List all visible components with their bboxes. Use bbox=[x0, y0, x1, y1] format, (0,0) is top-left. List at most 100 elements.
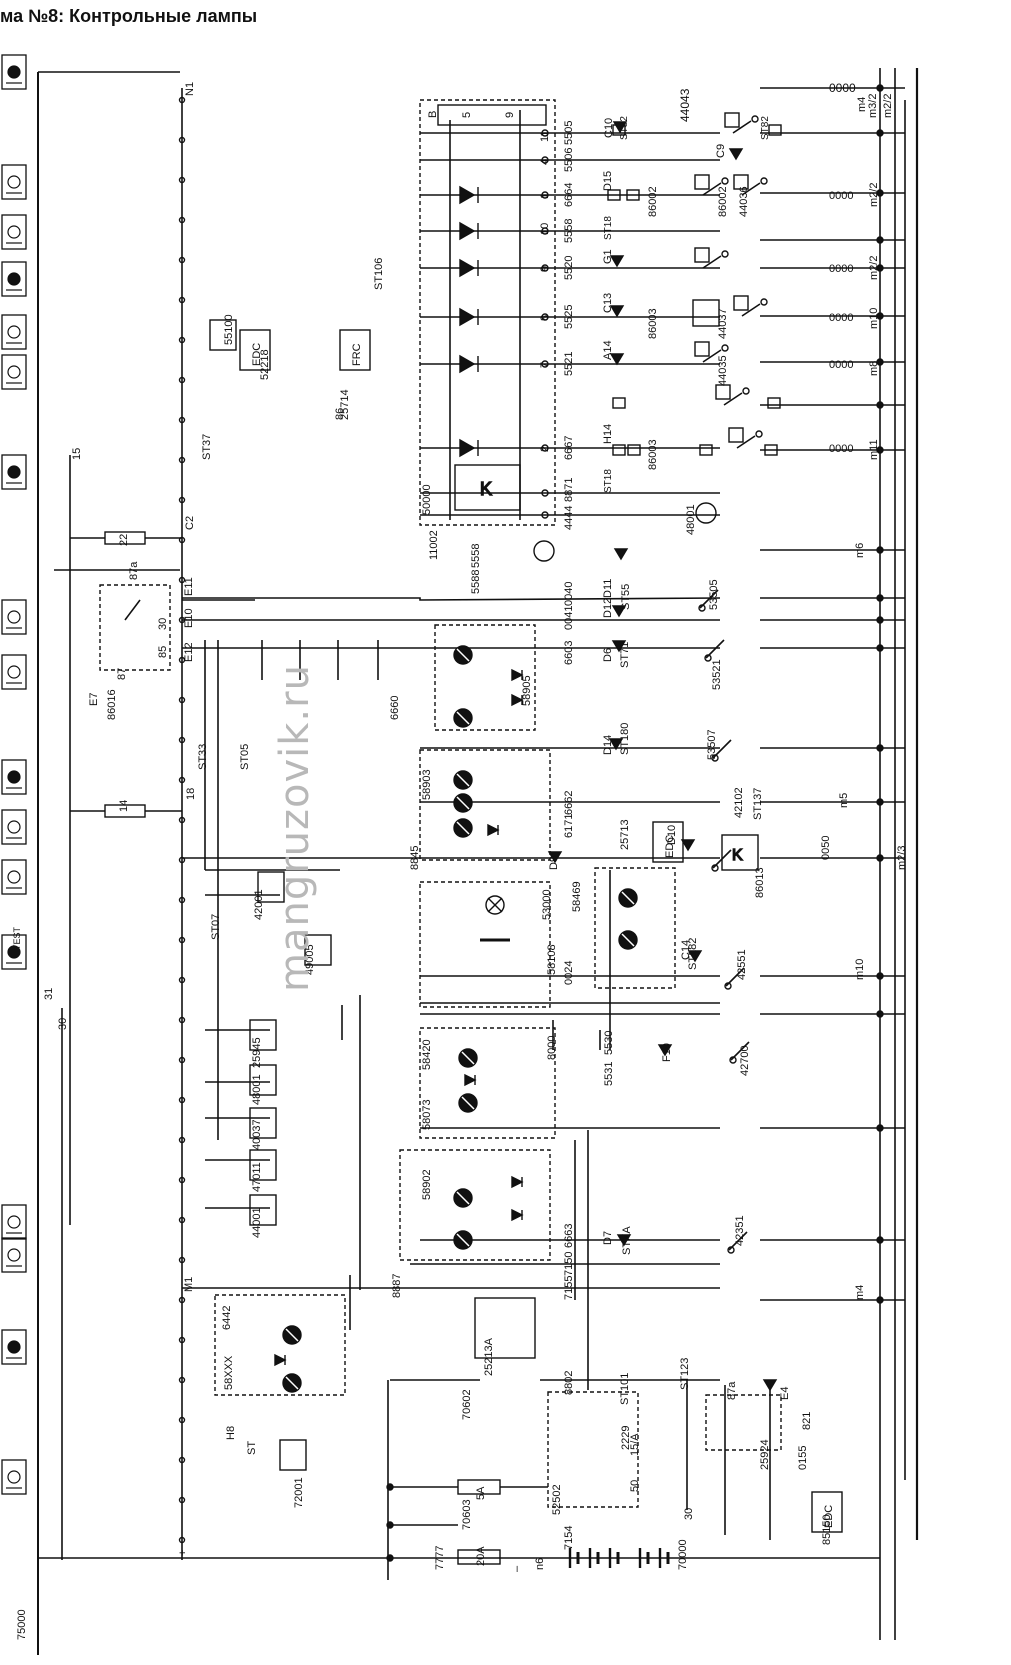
st-box bbox=[612, 397, 626, 409]
battery-icon bbox=[1, 934, 27, 970]
label-l6603: 6603 bbox=[563, 641, 575, 665]
connector-pin bbox=[178, 816, 186, 824]
junction-dot bbox=[876, 129, 884, 137]
junction-dot bbox=[876, 312, 884, 320]
label-l0050: 0050 bbox=[820, 836, 832, 860]
label-frc: FRC bbox=[351, 343, 363, 366]
junction bbox=[386, 1483, 394, 1491]
label-p9: 9 bbox=[504, 112, 516, 118]
truck-icon bbox=[1, 809, 27, 845]
label-l2229: 2229 bbox=[620, 1426, 632, 1450]
label-d9: D9 bbox=[548, 856, 560, 870]
connector-pin bbox=[178, 256, 186, 264]
connector-pin bbox=[178, 1376, 186, 1384]
label-l8000: 8000 bbox=[546, 1036, 558, 1060]
column-wire: 5520 bbox=[563, 256, 575, 280]
label-n1: N1 bbox=[184, 82, 196, 96]
st-box bbox=[627, 444, 641, 456]
junction-dot bbox=[876, 644, 884, 652]
lamp-filament bbox=[621, 933, 635, 947]
connector-pin bbox=[178, 376, 186, 384]
edc-box bbox=[811, 1491, 843, 1533]
label-l53505: 53505 bbox=[708, 579, 720, 610]
junction-dot bbox=[876, 854, 884, 862]
label-l25213a: 25213A bbox=[483, 1337, 495, 1376]
module-58903 bbox=[419, 749, 551, 861]
switch-box bbox=[694, 247, 710, 263]
marker-arrow-icon bbox=[611, 640, 627, 653]
lamp-filament bbox=[456, 1191, 470, 1205]
diode-icon bbox=[511, 1208, 524, 1222]
label-l86013: 86013 bbox=[754, 867, 766, 898]
column-mark: H14 bbox=[602, 424, 614, 444]
label-l47011: 47011 bbox=[251, 1162, 263, 1192]
label-l31: 31 bbox=[43, 988, 55, 1000]
pin bbox=[541, 360, 549, 368]
label-l55100: 55100 bbox=[223, 314, 235, 345]
diode-icon bbox=[464, 1073, 477, 1087]
label-l42551: 42551 bbox=[736, 949, 748, 980]
switch-pivot bbox=[721, 250, 729, 258]
st-box bbox=[612, 444, 626, 456]
connector-pin bbox=[178, 536, 186, 544]
label-st07: ST07 bbox=[210, 914, 222, 940]
label-h8: H8 bbox=[225, 1426, 237, 1440]
connector-pin bbox=[178, 936, 186, 944]
diode-icon bbox=[274, 1353, 287, 1367]
label-l48001b: 48001 bbox=[251, 1074, 263, 1105]
label-e12: E12 bbox=[183, 642, 195, 662]
column-part1: 86003 bbox=[647, 439, 659, 470]
column-part1: 86002 bbox=[647, 186, 659, 217]
label-l42102: 42102 bbox=[733, 787, 745, 818]
marker-arrow-icon bbox=[616, 1234, 632, 1247]
column-part2: 44035 bbox=[717, 355, 729, 386]
edc-box bbox=[339, 329, 371, 371]
label-b: B bbox=[427, 111, 439, 118]
connector-pin bbox=[178, 1256, 186, 1264]
connector-pin bbox=[178, 1296, 186, 1304]
label-l30b: 30 bbox=[57, 1018, 69, 1030]
junction-dot bbox=[876, 1236, 884, 1244]
edc-box bbox=[652, 821, 684, 863]
label-l6660: 6660 bbox=[389, 696, 401, 720]
column-volt: 0000 bbox=[829, 263, 853, 275]
wire-0040 bbox=[182, 597, 721, 601]
label-l0024: 0024 bbox=[563, 961, 575, 985]
label-l7777: 7777 bbox=[434, 1546, 446, 1570]
switch-contact bbox=[702, 349, 722, 363]
label-edc: EDC bbox=[251, 343, 263, 366]
lamp-filament bbox=[456, 821, 470, 835]
connector-pin bbox=[178, 416, 186, 424]
pin bbox=[541, 264, 549, 272]
label-l6663: 6663 bbox=[563, 1224, 575, 1248]
junction-dot bbox=[876, 84, 884, 92]
oil-pressure-icon bbox=[1, 454, 27, 490]
glow-plug-icon bbox=[1, 54, 27, 90]
label-st101: ST101 bbox=[619, 1373, 631, 1405]
marker-arrow-icon bbox=[609, 255, 625, 268]
label-l87a2: 87a bbox=[726, 1381, 738, 1400]
label-l5558: 5558 bbox=[470, 544, 482, 568]
pin bbox=[541, 444, 549, 452]
switch-pivot bbox=[760, 177, 768, 185]
switch-box bbox=[715, 384, 731, 400]
label-d12: D12 bbox=[602, 598, 614, 618]
switch-pivot bbox=[721, 344, 729, 352]
junction bbox=[386, 1554, 394, 1562]
junction-dot bbox=[876, 594, 884, 602]
label-l52218: 52218 bbox=[259, 349, 271, 380]
junction-dot bbox=[876, 972, 884, 980]
label-plus: + bbox=[177, 1550, 189, 1556]
column-bus: m8 bbox=[868, 361, 880, 376]
switch-pivot bbox=[760, 298, 768, 306]
connector-pin bbox=[178, 576, 186, 584]
column-st: ST18 bbox=[603, 216, 614, 240]
test-icon-label: TEST bbox=[12, 926, 22, 950]
module-58xxx bbox=[214, 1294, 346, 1396]
relay-25213a bbox=[474, 1297, 536, 1359]
label-l5a: 5A bbox=[475, 1486, 487, 1500]
label-e4: E4 bbox=[779, 1387, 791, 1400]
label-st137: ST137 bbox=[752, 788, 764, 820]
label-st33: ST33 bbox=[197, 744, 209, 770]
